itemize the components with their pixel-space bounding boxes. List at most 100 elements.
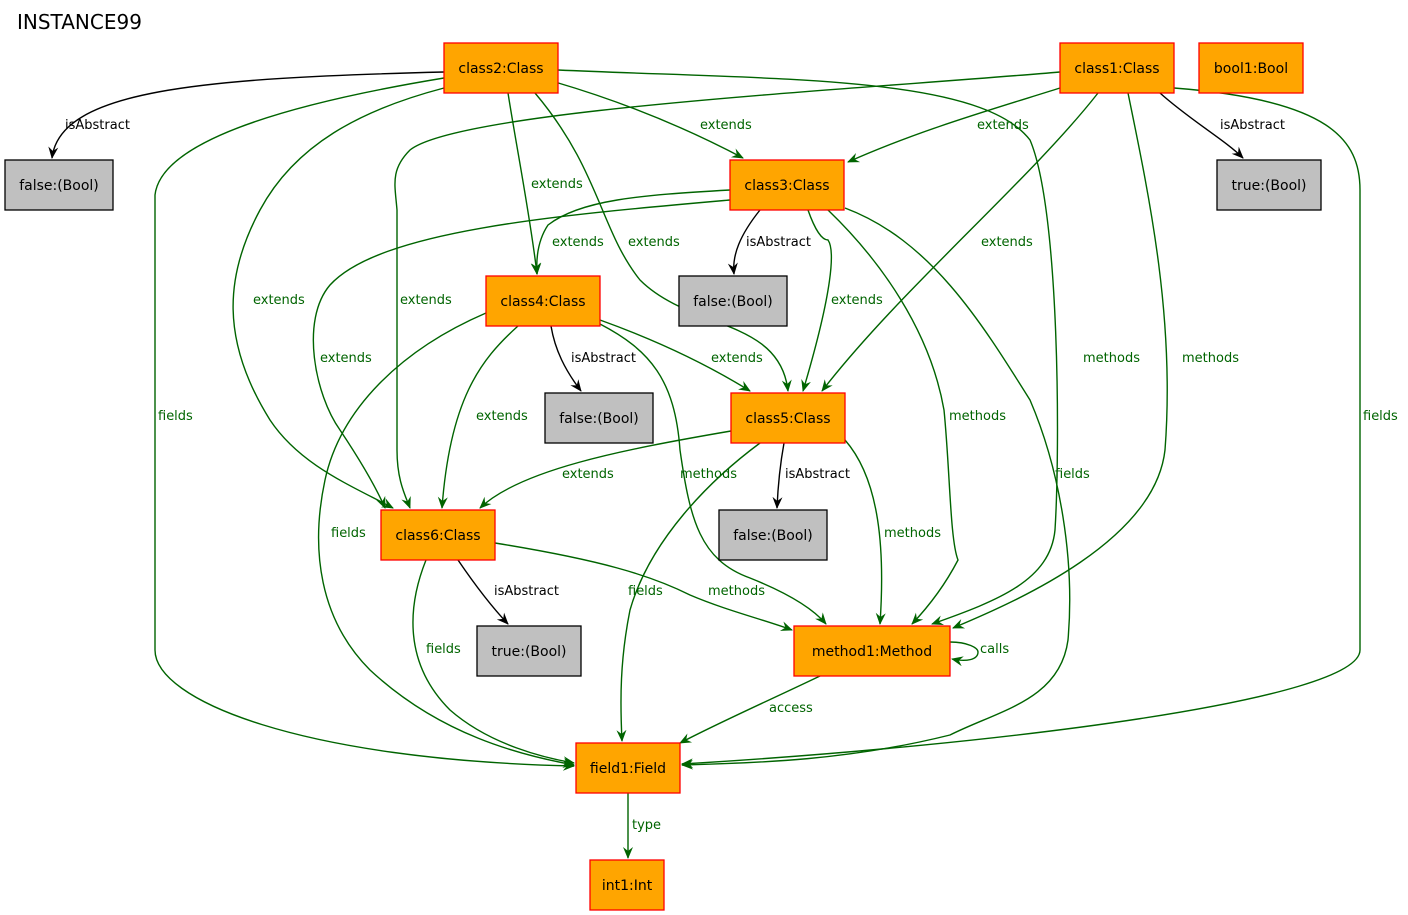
edge-label: isAbstract bbox=[1220, 118, 1285, 133]
edge-line bbox=[679, 675, 821, 744]
edge-class1-extends-class6: extends bbox=[394, 71, 1061, 509]
edge-label: isAbstract bbox=[494, 584, 559, 599]
node-false3[interactable]: false:(Bool) bbox=[544, 392, 654, 444]
edge-label: methods bbox=[1182, 351, 1239, 366]
edge-line bbox=[554, 81, 744, 159]
node-bool1[interactable]: bool1:Bool bbox=[1198, 42, 1304, 94]
edge-line bbox=[599, 319, 751, 392]
node-class1[interactable]: class1:Class bbox=[1059, 42, 1175, 94]
node-class2[interactable]: class2:Class bbox=[443, 42, 559, 94]
edge-class4-extends-class5: extends bbox=[599, 319, 763, 392]
edge-label: isAbstract bbox=[65, 118, 130, 133]
node-box[interactable] bbox=[678, 275, 788, 327]
edge-class3-isAbstract-false2: isAbstract bbox=[727, 209, 811, 275]
edge-line bbox=[479, 430, 732, 509]
edge-class5-isAbstract-false4: isAbstract bbox=[772, 442, 850, 509]
edge-label: fields bbox=[1055, 467, 1090, 482]
edge-label: isAbstract bbox=[746, 235, 811, 250]
edge-class6-methods-method1: methods bbox=[494, 542, 793, 631]
node-box[interactable] bbox=[485, 275, 601, 327]
node-false4[interactable]: false:(Bool) bbox=[718, 509, 828, 561]
edge-label: extends bbox=[320, 351, 372, 366]
node-class4[interactable]: class4:Class bbox=[485, 275, 601, 327]
edge-label: isAbstract bbox=[571, 351, 636, 366]
node-label: false:(Bool) bbox=[19, 178, 99, 194]
node-method1[interactable]: method1:Method bbox=[793, 625, 951, 677]
node-label: int1:Int bbox=[602, 878, 653, 894]
node-box[interactable] bbox=[575, 742, 681, 794]
edge-line bbox=[394, 71, 1061, 509]
edge-label: fields bbox=[628, 584, 663, 599]
edge-label: methods bbox=[884, 526, 941, 541]
node-class5[interactable]: class5:Class bbox=[730, 392, 846, 444]
edge-class2-extends-class6: extends bbox=[232, 87, 445, 509]
edge-class3-extends-class6: extends bbox=[312, 199, 731, 509]
edge-class1-extends-class5: extends bbox=[821, 92, 1099, 392]
node-false1[interactable]: false:(Bool) bbox=[4, 159, 114, 211]
node-box[interactable] bbox=[4, 159, 114, 211]
edge-field1-type-int1: type bbox=[623, 793, 661, 859]
edge-class3-extends-class4: extends bbox=[531, 189, 731, 275]
node-class6[interactable]: class6:Class bbox=[380, 509, 496, 561]
edge-class6-isAbstract-true2: isAbstract bbox=[457, 559, 559, 625]
node-box[interactable] bbox=[793, 625, 951, 677]
edge-line bbox=[772, 442, 785, 509]
node-box[interactable] bbox=[476, 625, 582, 677]
node-label: class2:Class bbox=[458, 61, 543, 77]
edge-label: extends bbox=[977, 118, 1029, 133]
edge-line bbox=[1159, 92, 1244, 159]
edge-class5-methods-method1: methods bbox=[844, 439, 941, 625]
node-label: false:(Bool) bbox=[733, 528, 813, 544]
node-label: method1:Method bbox=[812, 644, 932, 660]
edge-label: extends bbox=[253, 293, 305, 308]
edge-line bbox=[801, 209, 833, 392]
edge-label: extends bbox=[700, 118, 752, 133]
edge-class1-methods-method1: methods bbox=[952, 92, 1239, 629]
edge-label: fields bbox=[1363, 409, 1398, 424]
node-box[interactable] bbox=[443, 42, 559, 94]
edge-label: methods bbox=[949, 409, 1006, 424]
edge-class3-fields-field1: fields bbox=[681, 207, 1090, 770]
edge-line bbox=[507, 92, 541, 275]
node-label: class3:Class bbox=[744, 178, 829, 194]
edge-line bbox=[232, 87, 445, 509]
node-label: class6:Class bbox=[395, 528, 480, 544]
nodes-layer: class2:Class class1:Class bool1:Bool false:… bbox=[4, 42, 1322, 911]
edge-line bbox=[457, 559, 509, 625]
node-box[interactable] bbox=[544, 392, 654, 444]
edge-label: type bbox=[632, 818, 661, 833]
node-box[interactable] bbox=[729, 159, 845, 211]
node-true1[interactable]: true:(Bool) bbox=[1216, 159, 1322, 211]
edge-label: extends bbox=[711, 351, 763, 366]
edge-class5-extends-class6: extends bbox=[479, 430, 732, 509]
node-label: bool1:Bool bbox=[1214, 61, 1288, 77]
node-label: class4:Class bbox=[500, 294, 585, 310]
edge-line bbox=[531, 189, 731, 275]
node-false2[interactable]: false:(Bool) bbox=[678, 275, 788, 327]
node-box[interactable] bbox=[1216, 159, 1322, 211]
edge-line bbox=[681, 207, 1071, 770]
node-box[interactable] bbox=[380, 509, 496, 561]
node-class3[interactable]: class3:Class bbox=[729, 159, 845, 211]
edge-line bbox=[599, 323, 827, 625]
edge-class2-isAbstract-false1: isAbstract bbox=[48, 71, 445, 159]
node-box[interactable] bbox=[589, 859, 665, 911]
edge-class3-extends-class5: extends bbox=[801, 209, 883, 392]
node-box[interactable] bbox=[1198, 42, 1304, 94]
edge-label: isAbstract bbox=[785, 467, 850, 482]
node-field1[interactable]: field1:Field bbox=[575, 742, 681, 794]
edge-label: methods bbox=[1083, 351, 1140, 366]
node-true2[interactable]: true:(Bool) bbox=[476, 625, 582, 677]
edge-line bbox=[437, 325, 519, 509]
node-box[interactable] bbox=[730, 392, 846, 444]
node-box[interactable] bbox=[718, 509, 828, 561]
node-label: false:(Bool) bbox=[559, 411, 639, 427]
node-int1[interactable]: int1:Int bbox=[589, 859, 665, 911]
edge-method1-calls-method1: calls bbox=[949, 641, 1009, 667]
edge-class5-fields-field1: fields bbox=[616, 442, 761, 742]
edge-class1-extends-class3: extends bbox=[847, 87, 1061, 163]
node-box[interactable] bbox=[1059, 42, 1175, 94]
edge-label: fields bbox=[426, 642, 461, 657]
